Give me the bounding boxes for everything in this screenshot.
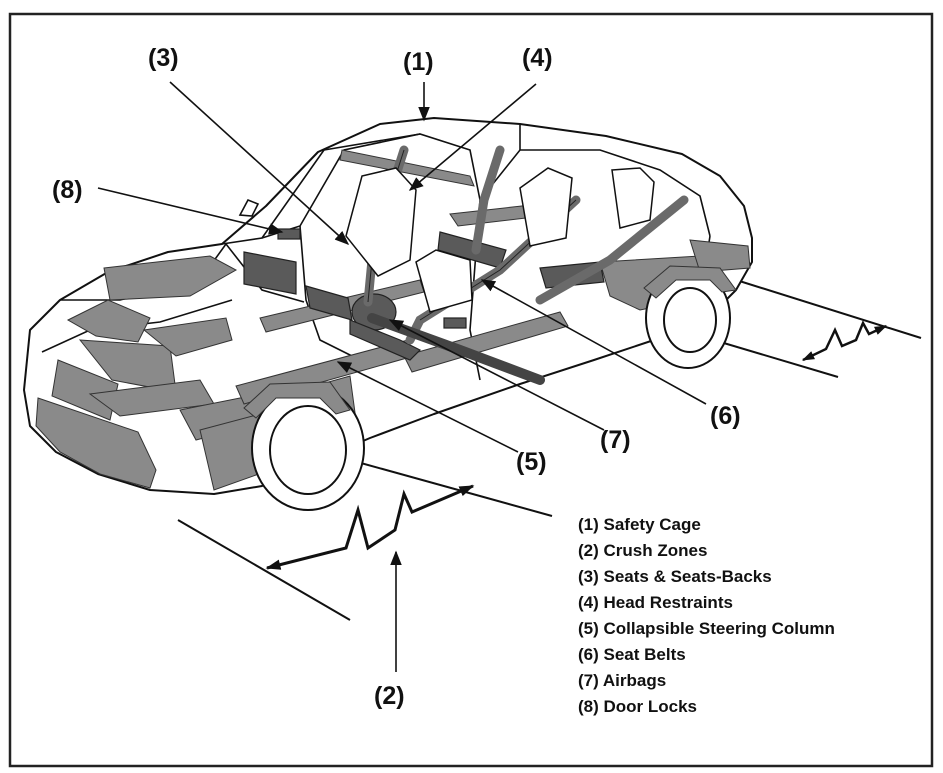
legend-item-crush-zones: (2) Crush Zones [578, 541, 708, 560]
leader-5 [336, 361, 519, 453]
callout-8: (8) [52, 176, 83, 204]
leader-4 [408, 83, 537, 191]
callout-6: (6) [710, 402, 741, 430]
leader-3 [169, 81, 350, 245]
leader-7 [388, 319, 605, 431]
callout-4: (4) [522, 44, 553, 72]
callout-5: (5) [516, 448, 547, 476]
front-crush-zone-arrow [265, 484, 475, 570]
legend-item-airbags: (7) Airbags [578, 671, 667, 690]
rear-door-lock [443, 317, 467, 329]
legend-item-head-restraints: (4) Head Restraints [578, 593, 733, 612]
steering-column-housing [349, 319, 422, 361]
legend-item-seats: (3) Seats & Seats-Backs [578, 567, 772, 586]
legend: (1) Safety Cage (2) Crush Zones (3) Seat… [578, 512, 835, 720]
legend-item-seat-belts: (6) Seat Belts [578, 645, 686, 664]
wheels [251, 267, 731, 511]
callout-3: (3) [148, 44, 179, 72]
diagram-frame [8, 12, 934, 768]
leader-8 [97, 187, 284, 235]
legend-item-safety-cage: (1) Safety Cage [578, 515, 701, 534]
rear-crush-zone-arrow [801, 320, 888, 362]
callout-1: (1) [403, 48, 434, 76]
front-door-lock [277, 228, 301, 240]
leader-lines [97, 81, 707, 672]
wheel-arches [243, 265, 737, 419]
legend-item-steering-column: (5) Collapsible Steering Column [578, 619, 835, 638]
safety-cage-members [35, 149, 751, 491]
callout-2: (2) [374, 682, 405, 710]
seats [345, 167, 655, 313]
leader-6 [480, 279, 707, 405]
knee-panel [305, 285, 353, 321]
dashboard-airbag-module [243, 251, 297, 295]
callout-7: (7) [600, 426, 631, 454]
legend-item-door-locks: (8) Door Locks [578, 697, 698, 716]
